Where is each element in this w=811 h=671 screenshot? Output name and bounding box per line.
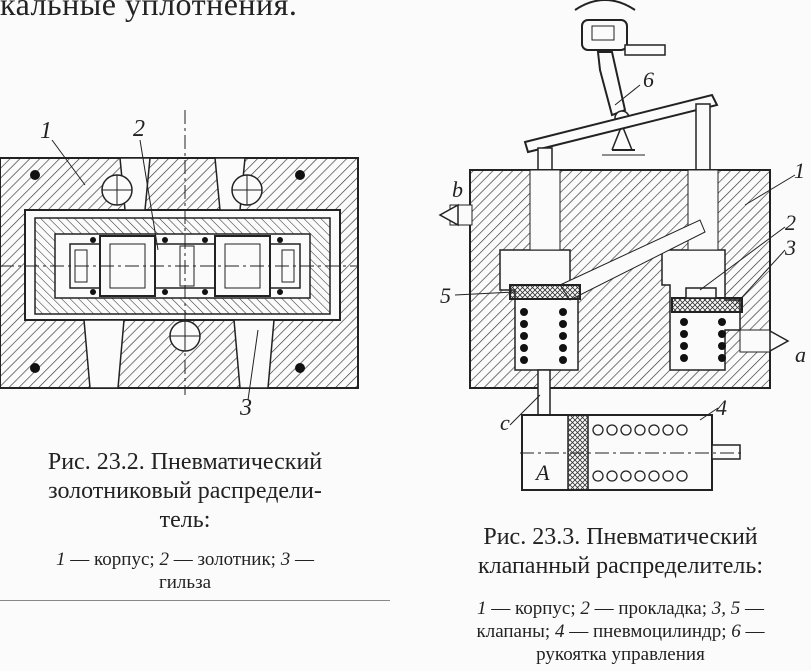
label-1: 1	[40, 118, 52, 144]
figure1-caption: Рис. 23.2. Пневматический золотниковый р…	[0, 448, 370, 535]
label-6: 6	[643, 67, 654, 92]
label-A: A	[534, 460, 550, 485]
label-a: a	[795, 342, 806, 367]
label-4: 4	[716, 395, 727, 420]
figure2-caption-line2: клапанный распределитель:	[477, 553, 764, 579]
valve-3	[671, 297, 743, 313]
label-3b: 3	[784, 235, 796, 260]
figure-poppet-valve-diagram: 6 1 2 3 5 4 b a c A	[438, 0, 806, 491]
label-2: 2	[133, 116, 145, 142]
figure1-legend: 1 — корпус; 2 — золотник; 3 — гильза	[56, 549, 314, 593]
label-3: 3	[239, 395, 252, 420]
figure1-caption-line2: золотниковый распредели-	[48, 478, 322, 504]
figure2-caption-line1: Рис. 23.3. Пневматический	[483, 524, 758, 550]
label-1b: 1	[794, 158, 805, 183]
label-b: b	[452, 177, 463, 202]
figure-spool-valve-diagram: 1 2 3	[0, 110, 359, 420]
figure1-caption-line1: Рис. 23.2. Пневматический	[47, 449, 323, 475]
page-header-text: кальные уплотнения.	[0, 0, 298, 22]
label-c: c	[500, 410, 510, 435]
figure1-caption-line3: тель:	[159, 507, 211, 533]
lever	[523, 93, 719, 154]
scan-edge-line	[0, 600, 390, 601]
valve-5	[509, 284, 581, 300]
label-2b: 2	[785, 210, 796, 235]
figure2-legend: 1 — корпус; 2 — прокладка; 3, 5 — клапан…	[476, 598, 765, 665]
gasket-2	[685, 287, 717, 299]
figure2-caption: Рис. 23.3. Пневматический клапанный расп…	[430, 523, 811, 581]
label-5: 5	[440, 283, 451, 308]
